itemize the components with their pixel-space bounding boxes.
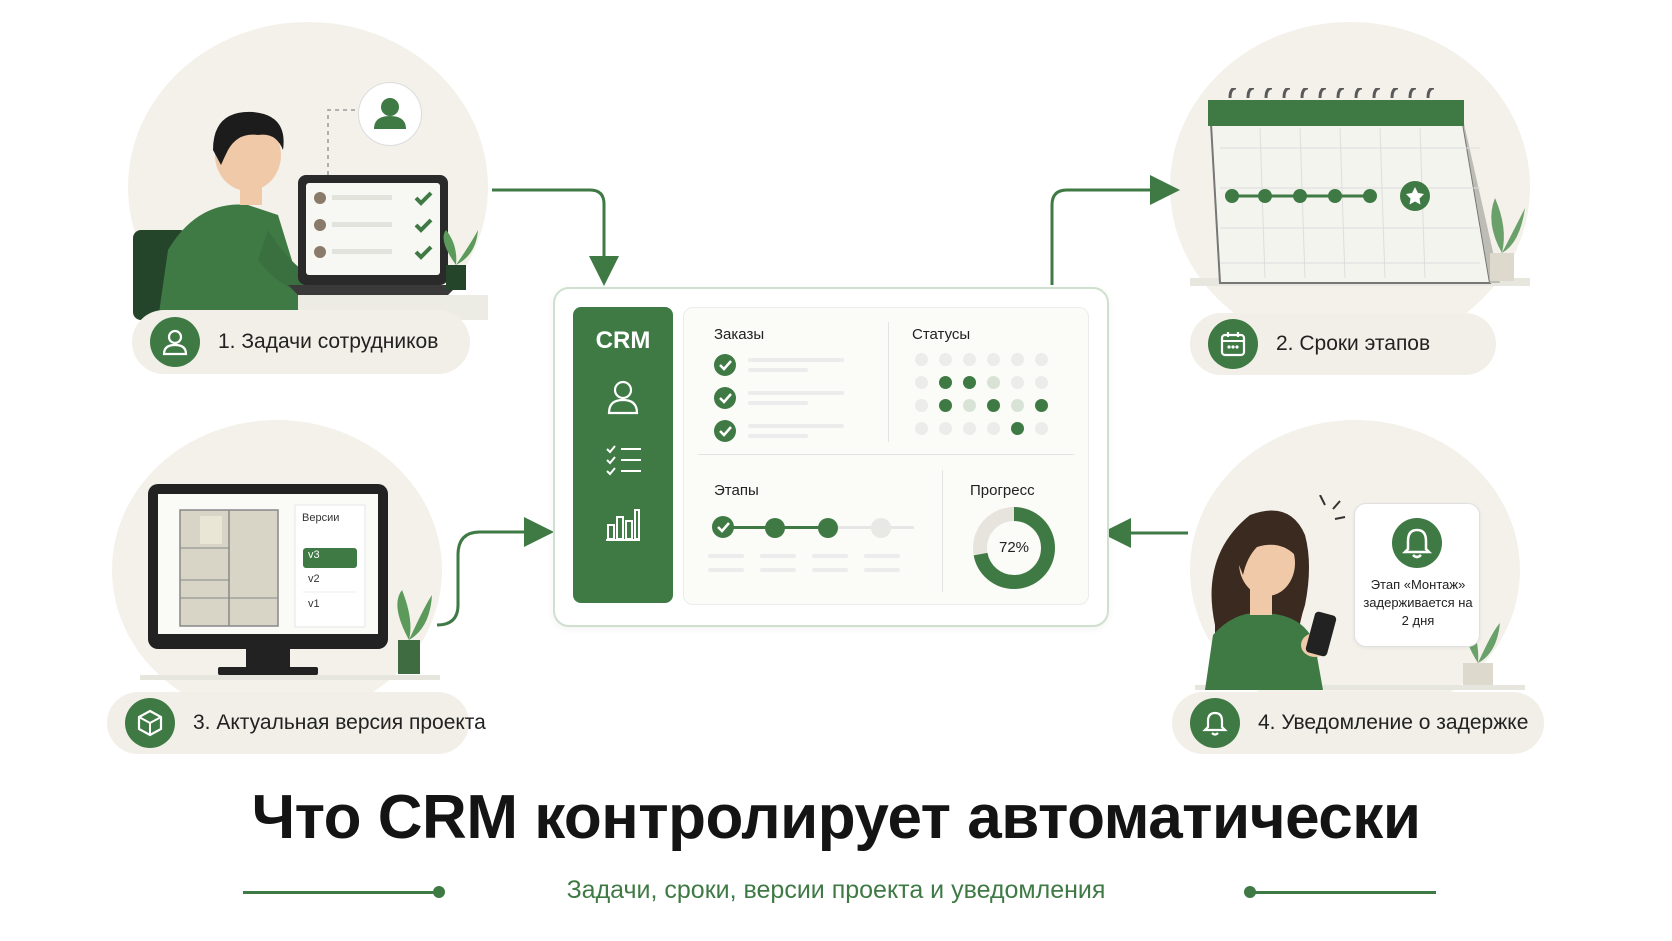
crm-sidebar: CRM xyxy=(573,307,673,603)
step-label: 1. Задачи сотрудников xyxy=(218,330,439,353)
step-label: 3. Актуальная версия проекта xyxy=(193,711,486,734)
status-dot xyxy=(915,422,928,435)
user-icon xyxy=(374,98,406,129)
version-v1[interactable]: v1 xyxy=(308,598,320,610)
stage-label-2 xyxy=(760,554,796,558)
status-dot xyxy=(1011,422,1024,435)
progress-value: 72% xyxy=(998,539,1030,556)
status-dot xyxy=(963,422,976,435)
step-label: 4. Уведомление о задержке xyxy=(1258,711,1529,734)
status-dot xyxy=(1011,399,1024,412)
bar-chart-icon[interactable] xyxy=(605,507,641,541)
notification-text: Этап «Монтаж» задерживается на 2 дня xyxy=(1363,577,1473,628)
monitor-illustration xyxy=(140,484,440,680)
status-dot xyxy=(1035,399,1048,412)
status-dot xyxy=(915,399,928,412)
step-employees-tasks: 1. Задачи сотрудников xyxy=(132,310,470,374)
step-project-version: 3. Актуальная версия проекта xyxy=(107,692,486,754)
checklist-icon[interactable] xyxy=(605,443,643,477)
page-title: Что CRM контролирует автоматически xyxy=(251,783,1421,852)
order-line-1 xyxy=(748,358,844,362)
statuses-title: Статусы xyxy=(912,326,971,343)
crm-dashboard: CRM Заказы xyxy=(553,287,1109,627)
stage-4 xyxy=(871,518,891,538)
order-line-2b xyxy=(748,401,808,405)
box-icon xyxy=(125,698,175,748)
stages-title: Этапы xyxy=(714,482,759,499)
vertical-divider xyxy=(888,322,889,442)
progress-donut xyxy=(973,507,1055,589)
user-icon[interactable] xyxy=(606,379,640,415)
status-dot xyxy=(1035,422,1048,435)
versions-header: Версии xyxy=(302,512,340,524)
version-v2[interactable]: v2 xyxy=(308,573,320,585)
status-dot xyxy=(987,376,1000,389)
order-check-3 xyxy=(714,420,736,442)
crm-main-panel: Заказы Статусы Этапы Прогресс xyxy=(683,307,1089,605)
status-dot xyxy=(987,422,1000,435)
stage-sub-1 xyxy=(708,568,744,572)
stage-1-done xyxy=(712,516,734,538)
stage-sub-3 xyxy=(812,568,848,572)
status-dot xyxy=(1011,376,1024,389)
status-dot xyxy=(1035,353,1048,366)
status-dot xyxy=(963,353,976,366)
progress-title: Прогресс xyxy=(970,482,1035,499)
status-dot xyxy=(915,376,928,389)
step-label: 2. Сроки этапов xyxy=(1276,332,1431,355)
calendar-icon xyxy=(1208,319,1258,369)
stage-sub-4 xyxy=(864,568,900,572)
status-dot xyxy=(963,399,976,412)
order-check-1 xyxy=(714,354,736,376)
stage-label-4 xyxy=(864,554,900,558)
version-v3[interactable]: v3 xyxy=(308,549,320,561)
bell-icon xyxy=(1392,518,1442,568)
horizontal-divider xyxy=(698,454,1074,455)
orders-title: Заказы xyxy=(714,326,765,343)
subtitle-deco-right-line xyxy=(1250,891,1436,894)
status-dot xyxy=(939,376,952,389)
stage-label-3 xyxy=(812,554,848,558)
subtitle-deco-left-line xyxy=(243,891,439,894)
status-dot xyxy=(939,353,952,366)
status-dot xyxy=(987,399,1000,412)
stage-2 xyxy=(765,518,785,538)
vertical-divider-2 xyxy=(942,470,943,592)
order-line-1b xyxy=(748,368,808,372)
calendar-illustration xyxy=(1190,88,1530,286)
order-check-2 xyxy=(714,387,736,409)
user-avatar-circle xyxy=(358,82,422,146)
delay-notification-bubble: Этап «Монтаж» задерживается на 2 дня xyxy=(1354,503,1480,647)
page-subtitle: Задачи, сроки, версии проекта и уведомле… xyxy=(566,876,1106,904)
stage-label-1 xyxy=(708,554,744,558)
stage-3 xyxy=(818,518,838,538)
status-dot xyxy=(939,422,952,435)
step-delay-notification: 4. Уведомление о задержке xyxy=(1172,692,1544,754)
status-dot xyxy=(987,353,1000,366)
status-dot xyxy=(939,399,952,412)
stage-sub-2 xyxy=(760,568,796,572)
woman-phone-illustration xyxy=(1195,495,1525,690)
subtitle-deco-left-dot xyxy=(433,886,445,898)
status-dot xyxy=(1035,376,1048,389)
bell-icon xyxy=(1190,698,1240,748)
status-dot xyxy=(963,376,976,389)
status-dot xyxy=(915,353,928,366)
order-line-3b xyxy=(748,434,808,438)
employee-laptop-illustration xyxy=(133,109,488,320)
status-dot xyxy=(1011,353,1024,366)
step-stage-deadlines: 2. Сроки этапов xyxy=(1190,313,1496,375)
user-icon xyxy=(150,317,200,367)
order-line-3 xyxy=(748,424,844,428)
order-line-2 xyxy=(748,391,844,395)
crm-brand: CRM xyxy=(595,327,651,354)
